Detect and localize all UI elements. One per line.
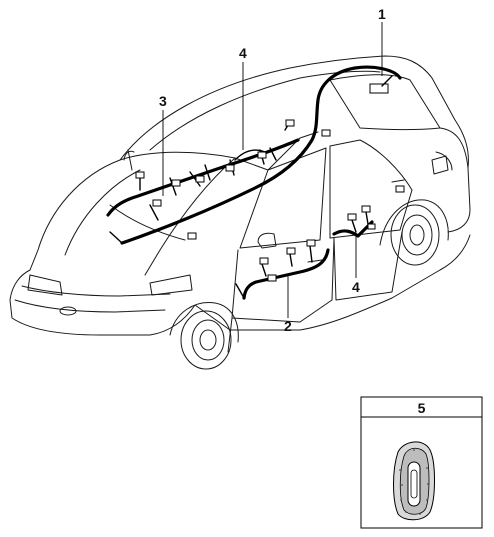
callout-2: 2: [284, 318, 292, 334]
rear-door-harness: [332, 220, 374, 238]
car-body: [9, 55, 471, 370]
callout-4-roof: 4: [239, 45, 247, 61]
grommet-illustration: [393, 441, 435, 521]
detail-box: [360, 396, 483, 529]
rear-connector: [369, 83, 389, 94]
callout-3: 3: [159, 93, 167, 109]
wiring-harnesses: [106, 65, 405, 300]
callout-1: 1: [378, 6, 386, 22]
detail-box-label: 5: [417, 400, 426, 416]
roof-harness: [120, 65, 402, 245]
front-door-harness: [242, 248, 330, 300]
leader-lines: [162, 22, 383, 318]
callout-4-rear-door: 4: [352, 279, 360, 295]
dash-harness: [106, 138, 300, 217]
